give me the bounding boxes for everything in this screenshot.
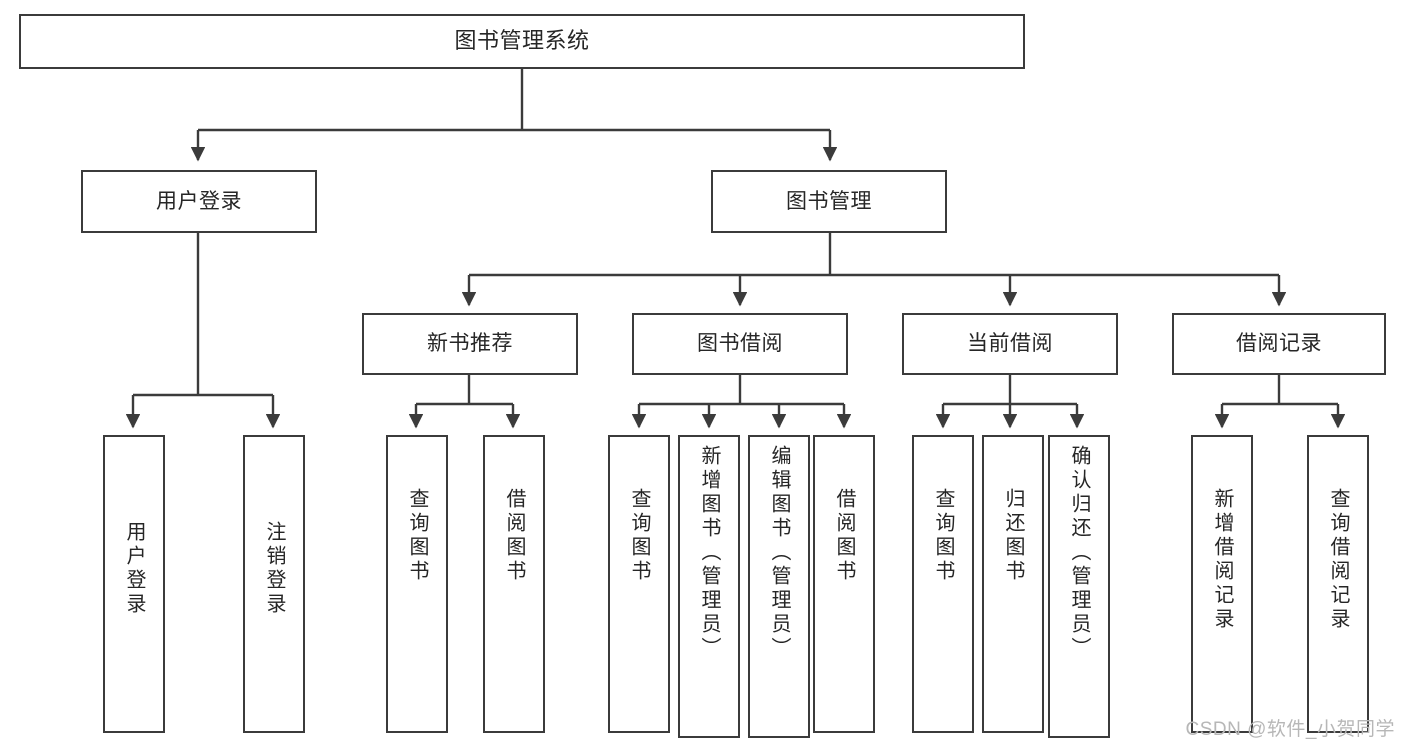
leaf-new-book-borrow[interactable]: 借阅图书 bbox=[483, 435, 545, 733]
node-current-borrow[interactable]: 当前借阅 bbox=[902, 313, 1118, 375]
leaf-new-book-query[interactable]: 查询图书 bbox=[386, 435, 448, 733]
leaf-label: 借阅图书 bbox=[833, 488, 855, 584]
leaf-book-borrow-add[interactable]: 新增图书（管理员） bbox=[678, 435, 740, 738]
leaf-borrow-record-query[interactable]: 查询借阅记录 bbox=[1307, 435, 1369, 733]
leaf-current-borrow-confirm[interactable]: 确认归还（管理员） bbox=[1048, 435, 1110, 738]
leaf-label: 查询图书 bbox=[628, 488, 650, 584]
node-label: 当前借阅 bbox=[967, 332, 1053, 356]
leaf-label: 新增图书（管理员） bbox=[698, 445, 720, 661]
leaf-book-borrow-query[interactable]: 查询图书 bbox=[608, 435, 670, 733]
leaf-user-login-login[interactable]: 用户登录 bbox=[103, 435, 165, 733]
leaf-current-borrow-return[interactable]: 归还图书 bbox=[982, 435, 1044, 733]
leaf-label: 查询图书 bbox=[406, 488, 428, 584]
leaf-user-login-logout[interactable]: 注销登录 bbox=[243, 435, 305, 733]
leaf-borrow-record-add[interactable]: 新增借阅记录 bbox=[1191, 435, 1253, 733]
leaf-label: 编辑图书（管理员） bbox=[768, 445, 790, 661]
leaf-book-borrow-borrow[interactable]: 借阅图书 bbox=[813, 435, 875, 733]
leaf-current-borrow-query[interactable]: 查询图书 bbox=[912, 435, 974, 733]
node-new-book-recommend[interactable]: 新书推荐 bbox=[362, 313, 578, 375]
leaf-label: 查询图书 bbox=[932, 488, 954, 584]
node-user-login[interactable]: 用户登录 bbox=[81, 170, 317, 233]
node-label: 图书借阅 bbox=[697, 332, 783, 356]
node-borrow-record[interactable]: 借阅记录 bbox=[1172, 313, 1386, 375]
node-label: 借阅记录 bbox=[1236, 332, 1322, 356]
node-label: 用户登录 bbox=[156, 189, 242, 213]
leaf-label: 新增借阅记录 bbox=[1211, 488, 1233, 632]
node-label: 新书推荐 bbox=[427, 332, 513, 356]
leaf-label: 归还图书 bbox=[1002, 488, 1024, 584]
node-label: 图书管理系统 bbox=[454, 28, 590, 54]
node-book-management[interactable]: 图书管理 bbox=[711, 170, 947, 233]
node-book-borrow[interactable]: 图书借阅 bbox=[632, 313, 848, 375]
leaf-label: 确认归还（管理员） bbox=[1068, 445, 1090, 661]
leaf-book-borrow-edit[interactable]: 编辑图书（管理员） bbox=[748, 435, 810, 738]
leaf-label: 借阅图书 bbox=[503, 488, 525, 584]
leaf-label: 用户登录 bbox=[123, 521, 145, 617]
csdn-watermark: CSDN @软件_小贺同学 bbox=[1185, 719, 1395, 740]
leaf-label: 查询借阅记录 bbox=[1327, 488, 1349, 632]
leaf-label: 注销登录 bbox=[263, 521, 285, 617]
node-label: 图书管理 bbox=[786, 189, 872, 213]
node-root-system[interactable]: 图书管理系统 bbox=[19, 14, 1025, 69]
